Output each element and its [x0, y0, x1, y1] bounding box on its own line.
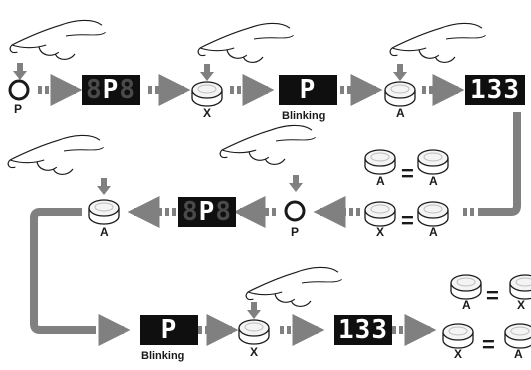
round-button-icon	[509, 274, 531, 300]
caption-blinking-bottom: Blinking	[141, 350, 185, 362]
label-a-button: A	[396, 106, 405, 120]
label-eq3-left: A	[462, 298, 471, 312]
round-button-icon	[504, 323, 531, 349]
flow-arrow-r2-2	[233, 196, 276, 228]
label-eq1-right: A	[429, 174, 438, 188]
round-button-icon	[364, 201, 396, 227]
pointing-hand-icon	[9, 19, 107, 60]
flow-connector-left	[30, 208, 131, 346]
caption-blinking-top: Blinking	[282, 110, 326, 122]
display-p-row2: 8P8	[178, 197, 236, 227]
round-button-icon	[364, 149, 396, 175]
label-x-button: X	[203, 106, 212, 120]
label-x-button-row3: X	[250, 345, 259, 359]
p-ring-button-icon	[284, 200, 306, 222]
label-eq4-left: X	[454, 347, 463, 361]
display-value-top: 133	[465, 75, 525, 105]
round-button-icon	[191, 81, 223, 107]
display-p-blinking: P	[279, 75, 337, 105]
equals-sign-1: =	[401, 161, 414, 186]
display-value-row3: 133	[334, 315, 392, 345]
flow-arrow-r3-2	[280, 314, 325, 346]
pointing-hand-icon	[219, 124, 317, 165]
label-eq1-left: A	[376, 174, 385, 188]
round-button-icon	[88, 199, 120, 225]
press-arrow-icon	[289, 175, 303, 192]
flow-arrow-r2-1	[313, 196, 360, 228]
press-arrow-icon	[393, 64, 407, 81]
flow-arrow-r1-2	[148, 74, 191, 106]
label-eq3-right: X	[517, 298, 526, 312]
label-eq4-right: A	[514, 347, 523, 361]
equals-sign-3: =	[486, 283, 499, 308]
display-p-blinking-row3: P	[140, 315, 198, 345]
pointing-hand-icon	[197, 22, 295, 63]
pointing-hand-icon	[245, 266, 343, 307]
round-button-icon	[238, 319, 270, 345]
flow-arrow-r3-3	[392, 314, 437, 346]
press-arrow-icon	[97, 178, 111, 195]
flow-arrow-r2-3	[127, 196, 176, 228]
press-arrow-icon	[13, 63, 27, 80]
equals-sign-4: =	[482, 332, 495, 357]
flow-arrow-r1-3	[230, 74, 275, 106]
flow-arrow-r1-1	[38, 74, 83, 106]
press-arrow-icon	[247, 302, 261, 319]
pointing-hand-icon	[389, 22, 487, 63]
equals-sign-2: =	[401, 208, 414, 233]
label-a-button-row2: A	[100, 225, 109, 239]
label-p-button-row2: P	[291, 225, 300, 239]
round-button-icon	[384, 81, 416, 107]
flow-arrow-r3-1	[198, 314, 239, 346]
label-eq2-left: X	[376, 225, 385, 239]
pointing-hand-icon	[7, 134, 105, 175]
press-arrow-icon	[200, 64, 214, 81]
display-p: 8P8	[82, 75, 140, 105]
label-eq2-right: A	[429, 225, 438, 239]
round-button-icon	[417, 149, 449, 175]
flow-arrow-r1-5	[422, 74, 465, 106]
round-button-icon	[450, 274, 482, 300]
round-button-icon	[417, 201, 449, 227]
round-button-icon	[442, 323, 474, 349]
p-ring-button-icon	[8, 79, 30, 101]
label-p-button: P	[14, 102, 23, 116]
flow-arrow-r1-4	[340, 74, 383, 106]
flow-connector-right	[463, 112, 521, 216]
